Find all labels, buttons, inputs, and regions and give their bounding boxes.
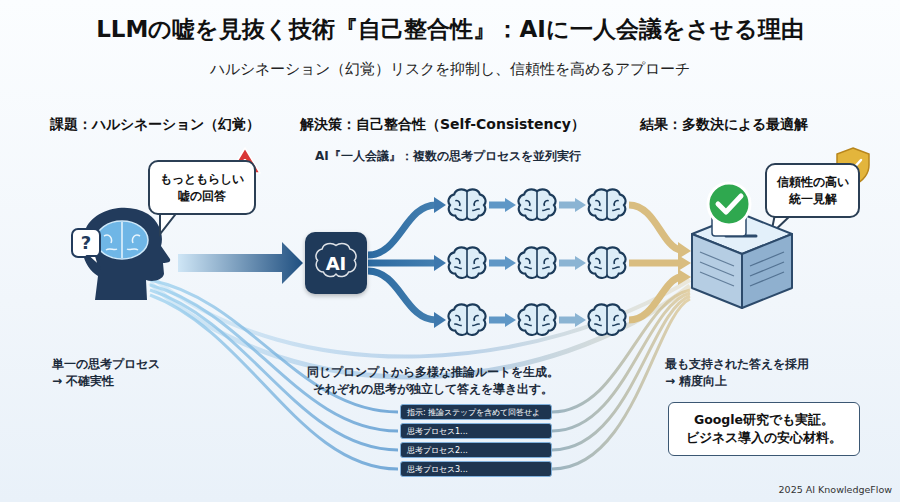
- brain-icon: [519, 304, 556, 335]
- big-arrow: [178, 242, 303, 284]
- ballot-box: [742, 234, 792, 308]
- subtitle: ハルシネーション（幻覚）リスクを抑制し、信頼性を高めるアプローチ: [0, 60, 900, 79]
- note-text: 単一の思考プロセス → 不確実性: [52, 356, 166, 390]
- speech-bubble: 信頼性の高い 統一見解: [765, 163, 860, 218]
- ai-box: AI: [305, 232, 367, 294]
- brain-icon: [104, 222, 140, 258]
- arrow-head: [505, 313, 516, 327]
- arrow-head: [434, 197, 446, 213]
- section-heading: 解決策：自己整合性（Self-Consistency）: [300, 116, 585, 134]
- prompt-box: 思考プロセス2...: [400, 442, 552, 458]
- arrow-head: [678, 269, 691, 285]
- brain-icon: [449, 189, 486, 220]
- flow-arrow: [489, 205, 506, 320]
- node-text: 信頼性の高い 統一見解: [771, 174, 854, 208]
- brain-icon: [449, 247, 486, 278]
- arrow-head: [434, 312, 446, 328]
- node-text: 思考プロセス1...: [407, 426, 468, 437]
- brain-icon: [519, 247, 556, 278]
- section-heading: 結果：多数決による最適解: [640, 116, 808, 134]
- note-box: Google研究でも実証。 ビジネス導入の安心材料。: [668, 402, 860, 456]
- arrow-head: [505, 198, 516, 212]
- section-subheading: AI『一人会議』：複数の思考プロセスを並列実行: [315, 148, 581, 165]
- question-bubble: [72, 229, 100, 257]
- prompt-box: 指示: 推論ステップを含めて回答せよ: [400, 404, 552, 420]
- node-text: Google研究でも実証。 ビジネス導入の安心材料。: [675, 411, 853, 447]
- brain-icon: [589, 247, 626, 278]
- flow-line: [150, 283, 690, 377]
- check-icon: [718, 196, 741, 212]
- brain-icon: [589, 304, 626, 335]
- arrow-head: [575, 256, 586, 270]
- flow-arrow: [629, 277, 680, 320]
- node-text: 指示: 推論ステップを含めて回答せよ: [407, 407, 540, 418]
- node-text: 思考プロセス3...: [407, 464, 468, 475]
- arrow-head: [678, 255, 691, 271]
- check-icon: [708, 183, 750, 225]
- arrow-head: [575, 198, 586, 212]
- note-text: 最も支持された答えを採用 → 精度向上: [665, 356, 817, 390]
- diagram-title: LLMの嘘を見抜く技術『自己整合性』：AIに一人会議をさせる理由: [0, 14, 900, 45]
- flow-arrow: [368, 205, 436, 255]
- brain-icon: [589, 189, 626, 220]
- ballot-box: [700, 252, 784, 286]
- flow-arrow: [368, 260, 436, 267]
- prompt-box: 思考プロセス3...: [400, 461, 552, 477]
- prompt-box: 思考プロセス1...: [400, 423, 552, 439]
- node-text: AI: [326, 253, 347, 274]
- arrow-head: [434, 255, 446, 271]
- question-bubble: [88, 256, 99, 266]
- speech-bubble: もっともらしい 嘘の回答: [148, 160, 256, 215]
- brain-icon: [519, 189, 556, 220]
- flow-arrow: [368, 271, 436, 320]
- arrow-head: [505, 256, 516, 270]
- flow-arrow: [629, 205, 680, 250]
- arrow-head: [575, 313, 586, 327]
- section-heading: 課題：ハルシネーション（幻覚）: [50, 116, 260, 134]
- node-text: 思考プロセス2...: [407, 445, 468, 456]
- watermark: 2025 AI KnowledgeFlow: [760, 484, 892, 495]
- flow-arrow: [559, 205, 576, 320]
- brain-icon: [449, 304, 486, 335]
- note-text: 同じプロンプトから多様な推論ルートを生成。 それぞれの思考が独立して答えを導き出…: [300, 364, 566, 398]
- ballot-box: [692, 234, 742, 308]
- flow-arrow: [629, 260, 680, 267]
- node-text: もっともらしい 嘘の回答: [154, 171, 250, 205]
- icon-text: ?: [72, 229, 100, 257]
- brain-icon: [96, 221, 148, 259]
